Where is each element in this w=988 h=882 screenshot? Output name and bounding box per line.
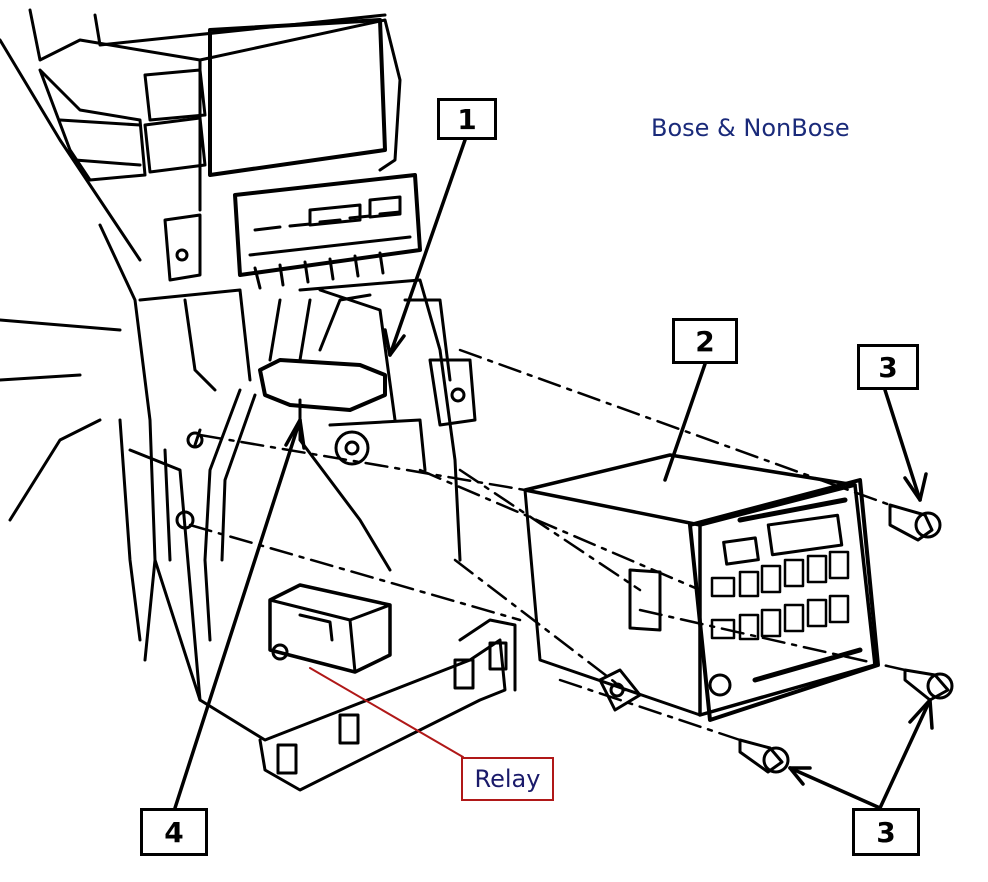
wiring-harness [203,293,392,642]
lower-bracket [128,448,517,792]
console-body [0,223,477,662]
callout-1: 1 [437,98,497,140]
relay-component [268,583,392,674]
callout-4: 4 [140,808,208,856]
screws [738,503,954,774]
callout-2: 2 [672,318,738,364]
leader-lines [173,138,934,810]
alignment-lines [188,348,907,742]
variant-label: Bose & NonBose [651,114,850,142]
dash-radio-unit [163,173,422,290]
relay-label: Relay [461,757,554,801]
upper-dash-panel [0,8,402,262]
relay-leader-line [309,667,464,758]
callout-3-bottom: 3 [852,808,920,856]
radio-module [523,453,880,722]
callout-3-top: 3 [857,344,919,390]
